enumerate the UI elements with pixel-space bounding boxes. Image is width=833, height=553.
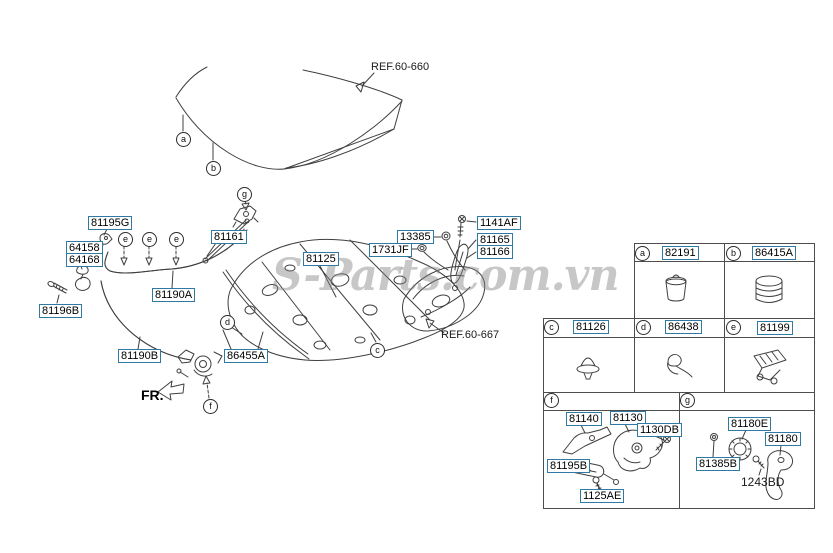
table-part-label-81180E: 81180E <box>728 417 772 431</box>
callout-d: d <box>220 315 235 330</box>
table-part-label-86438: 86438 <box>665 320 702 334</box>
callout-e-1: e <box>118 232 133 247</box>
cable-clip-icon <box>667 354 693 378</box>
part-label-81196B: 81196B <box>39 304 83 318</box>
table-callout-f: f <box>544 393 559 408</box>
hood-weatherstrip <box>222 269 310 360</box>
table-callout-e: e <box>726 320 741 335</box>
part-label-81161: 81161 <box>211 230 247 244</box>
ref-label-under-cover: REF.60-667 <box>441 329 500 341</box>
table-callout-g: g <box>680 393 695 408</box>
rubber-bumper-icon <box>665 274 687 302</box>
hood-hinge-lh-icon <box>562 424 612 455</box>
table-cell-a-header <box>635 244 724 262</box>
hood-callout-leaders <box>182 114 214 161</box>
callout-e-3: e <box>169 232 184 247</box>
part-label-1731JF: 1731JF <box>369 243 412 257</box>
table-part-label-86415A: 86415A <box>752 246 796 260</box>
table-callout-a: a <box>635 246 650 261</box>
part-label-64168: 64168 <box>66 253 103 267</box>
hood-release-cable-rear <box>100 280 192 361</box>
hole-plug-icon <box>755 275 783 303</box>
table-part-label-1130DB: 1130DB <box>637 423 682 437</box>
table-cell-e-header <box>725 319 814 338</box>
table-part-label-81199: 81199 <box>757 321 793 335</box>
part-label-81166: 81166 <box>477 245 513 259</box>
under-cover-panel <box>402 266 486 334</box>
table-cell-d-header <box>635 319 724 338</box>
table-part-label-81180: 81180 <box>765 432 801 446</box>
trim-clip-icon <box>576 357 600 380</box>
e-callout-arrows <box>120 245 180 266</box>
table-part-label-1243BD: 1243BD <box>741 475 785 489</box>
table-callout-c: c <box>544 320 559 335</box>
bracket-81165-81166-icon <box>450 239 477 284</box>
part-label-81190B: 81190B <box>118 349 162 363</box>
callout-f: f <box>203 399 218 414</box>
part-label-81190A: 81190A <box>152 288 196 302</box>
table-part-label-81195B: 81195B <box>547 459 591 473</box>
table-part-label-1125AE: 1125AE <box>580 489 625 503</box>
callout-c: c <box>370 343 385 358</box>
hood-latch-assembly-icon <box>176 349 223 399</box>
table-callout-b: b <box>726 246 741 261</box>
table-cell-f-header <box>544 393 679 411</box>
bolt-1125AE-icon <box>592 476 602 492</box>
part-label-1141AF: 1141AF <box>477 216 521 230</box>
hood-switch-icon <box>753 349 787 385</box>
hood-latch-hook-icon <box>75 264 91 291</box>
part-label-81125: 81125 <box>303 252 339 266</box>
hood-panel-outline <box>175 66 403 170</box>
hood-hinge-icon <box>232 200 259 228</box>
part-label-81195G: 81195G <box>88 216 133 230</box>
table-part-label-81385B: 81385B <box>696 457 740 471</box>
handle-bezel-icon <box>728 429 752 461</box>
ref-hood-arrow <box>355 72 375 93</box>
ref-label-hood: REF.60-660 <box>371 61 430 73</box>
table-part-label-81126: 81126 <box>573 320 609 334</box>
hood-handle-icon <box>765 444 794 500</box>
callout-e-2: e <box>142 232 157 247</box>
hood-release-cable-front <box>104 229 248 289</box>
part-label-13385: 13385 <box>397 230 434 244</box>
fr-direction-arrow-icon <box>157 380 185 401</box>
table-part-label-81130: 81130 <box>610 411 646 425</box>
table-cell-g-header <box>680 393 814 411</box>
screw-1243BD-icon <box>752 455 765 476</box>
fr-direction-label: FR. <box>141 387 164 403</box>
callout-b: b <box>206 161 221 176</box>
nut-81385B-icon <box>710 433 718 458</box>
table-cell-b-header <box>725 244 814 262</box>
table-cell-c-header <box>544 319 634 338</box>
callout-a: a <box>176 132 191 147</box>
callout-g: g <box>237 187 252 202</box>
bolt-1141AF-icon <box>454 215 477 271</box>
table-callout-d: d <box>636 320 651 335</box>
table-cell-g <box>679 392 815 509</box>
table-part-label-82191: 82191 <box>662 246 699 260</box>
screw-81196B-icon <box>47 281 68 304</box>
table-part-label-81140: 81140 <box>566 412 602 426</box>
part-label-86455A: 86455A <box>224 349 268 363</box>
